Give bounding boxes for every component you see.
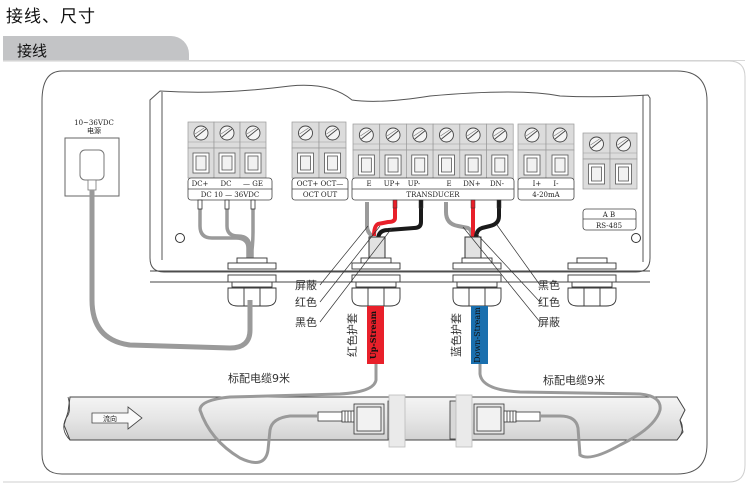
rs485-terminal-block (582, 132, 638, 190)
downstream-sleeve-label: Down-Stream (473, 307, 482, 363)
label-transducer-pin: UP- (408, 180, 421, 188)
terminal-screw (459, 123, 487, 181)
upstream-transducer (317, 394, 406, 448)
terminal-screw (545, 123, 575, 181)
terminal-screw (318, 121, 347, 179)
transducer-terminal-block (352, 123, 514, 181)
upstream-sleeve-cn: 红色护套 (345, 313, 359, 357)
mount-hole-right (631, 233, 641, 243)
cable-length-label-left: 标配电缆9米 (228, 371, 290, 385)
power-voltage-label: 10~36VDC (74, 119, 114, 127)
power-name-label: 电源 (87, 126, 101, 135)
oct-terminal-block (291, 121, 347, 179)
cable-length-label-right: 标配电缆9米 (543, 373, 605, 387)
callout-right-shield: 屏蔽 (538, 316, 560, 329)
terminal-screw (379, 123, 407, 181)
power-label-box: DC+ DC — GE DC 10 — 36VDC (187, 177, 273, 201)
downstream-transducer (449, 394, 541, 448)
label-4-20ma: 4-20mA (532, 191, 560, 199)
flow-direction-arrow: 流向 (91, 406, 143, 430)
terminal-screw (517, 123, 547, 181)
flow-label: 流向 (103, 414, 117, 423)
section-tab-label: 接线 (17, 42, 48, 60)
upstream-wires (365, 202, 423, 241)
callout-right-black: 黑色 (538, 278, 560, 292)
label-oct-top: OCT+ OCT— (297, 180, 344, 188)
label-power-range: DC 10 — 36VDC (201, 191, 259, 199)
label-ge: — GE (243, 180, 263, 188)
label-rs485-ab: A B (602, 211, 615, 219)
callout-left-shield: 屏蔽 (295, 279, 317, 292)
label-dc-plus: DC+ (192, 180, 209, 188)
upstream-cable-gland (351, 257, 401, 307)
downstream-cable-gland (452, 257, 502, 307)
upstream-sleeve: Up-Stream 红色护套 (345, 306, 384, 364)
section-tab-wiring: 接线 (3, 36, 189, 61)
power-cable-gland (227, 257, 277, 307)
callout-left-black: 黑色 (295, 315, 317, 329)
inner-frame (41, 70, 708, 475)
downstream-sleeve-cn: 蓝色护套 (449, 313, 463, 357)
terminal-screw (352, 123, 381, 181)
terminal-screw (291, 121, 320, 179)
terminal-screw (432, 123, 461, 181)
label-transducer-pin: UP+ (384, 180, 401, 188)
page-title: 接线、尺寸 (6, 7, 96, 27)
label-transducer-pin: DN+ (463, 180, 481, 188)
power-terminal-block (187, 121, 267, 179)
current-label-box: I+ I- 4-20mA (517, 177, 575, 201)
terminal-screw (187, 121, 215, 179)
power-cable (89, 190, 253, 351)
callout-left-red: 红色 (295, 295, 317, 309)
terminal-screw (213, 121, 241, 179)
downstream-cable (478, 364, 662, 459)
mount-hole-left (175, 233, 185, 243)
label-rs485: RS-485 (596, 222, 622, 230)
current-terminal-block (517, 123, 575, 181)
terminal-screw (486, 123, 514, 181)
outer-frame (3, 60, 746, 483)
label-transducer: TRANSDUCER (406, 191, 460, 199)
label-transducer-pin: E (366, 180, 371, 188)
label-oct-out: OCT OUT (303, 191, 338, 199)
power-supply: 10~36VDC 电源 (64, 119, 120, 197)
callout-lines (319, 224, 541, 323)
transducer-label-box: E UP+ UP- E DN+ DN- TRANSDUCER (351, 177, 515, 201)
callout-right-red: 红色 (538, 295, 560, 309)
rs485-label-box: A B RS-485 (582, 208, 637, 231)
label-transducer-pin: DN- (490, 180, 505, 188)
oct-label-box: OCT+ OCT— OCT OUT (291, 177, 349, 201)
terminal-screw (582, 132, 611, 190)
power-wires (198, 206, 255, 258)
terminal-screw (609, 132, 638, 190)
upstream-sleeve-label: Up-Stream (368, 310, 378, 359)
label-i-plus: I+ (533, 180, 542, 188)
label-i-minus: I- (553, 180, 559, 188)
label-transducer-pin: E (446, 180, 451, 188)
downstream-sleeve: Down-Stream 蓝色护套 (449, 306, 488, 364)
terminal-screw (406, 123, 434, 181)
upstream-cable (198, 364, 378, 464)
label-dc: DC (221, 180, 232, 188)
terminal-screw (239, 121, 267, 179)
